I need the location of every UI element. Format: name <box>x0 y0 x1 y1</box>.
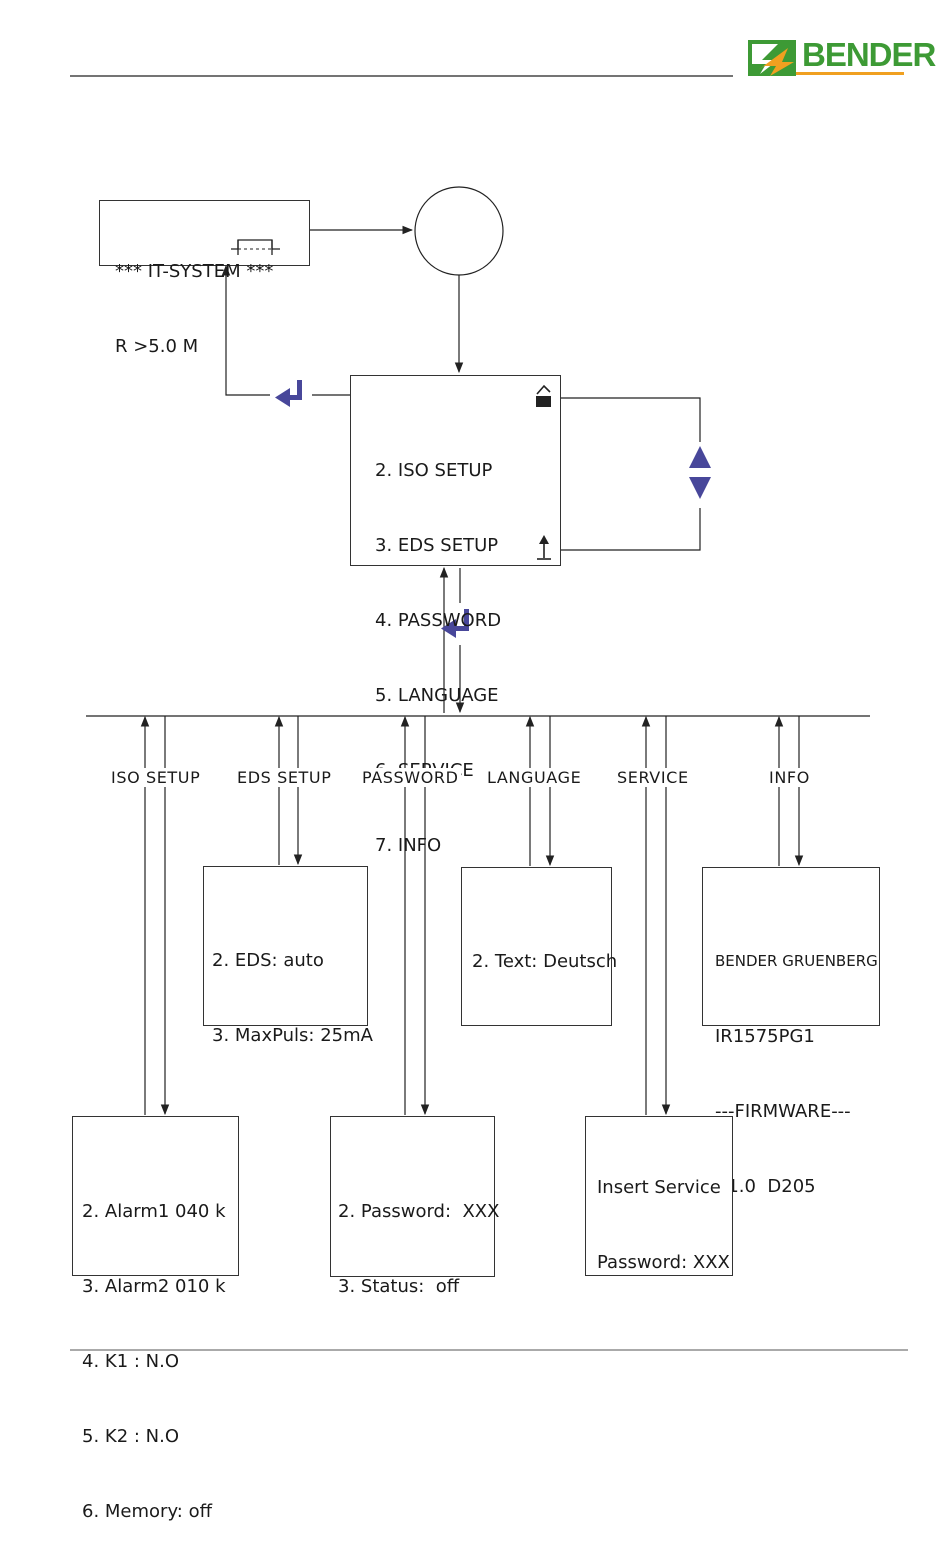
eds-line: 3. MaxPuls: 25mA <box>212 1025 373 1046</box>
eds-line: 2. EDS: auto <box>212 950 324 971</box>
language-box: 2. Text: Deutsch <box>461 867 618 1026</box>
flow-diagram-lines <box>70 75 908 1351</box>
pulse-icon <box>231 239 280 255</box>
iso-line: 4. K1 : N.O <box>82 1351 180 1372</box>
main-menu-box: 2. ISO SETUP 3. EDS SETUP 4. PASSWORD 5.… <box>350 375 561 856</box>
branch-label-info: INFO <box>767 768 812 787</box>
info-line: V1.0 D205 <box>715 1176 816 1197</box>
info-box: BENDER GRUENBERG IR1575PG1 ---FIRMWARE--… <box>702 867 880 1197</box>
menu-key-circle <box>414 186 504 276</box>
up-down-arrow-icon <box>689 446 711 499</box>
menu-item-eds-setup[interactable]: 3. EDS SETUP <box>375 535 499 556</box>
iso-line: 2. Alarm1 040 k <box>82 1201 226 1222</box>
iso-line: 3. Alarm2 010 k <box>82 1276 226 1297</box>
menu-item-password[interactable]: 4. PASSWORD <box>375 610 502 631</box>
display-line-1: *** IT-SYSTEM *** <box>115 261 274 282</box>
password-line: 3. Status: off <box>338 1276 460 1297</box>
bender-logo-mark <box>748 40 904 76</box>
display-line-2: R >5.0 M <box>115 336 199 357</box>
service-line: Password: XXX <box>597 1252 730 1273</box>
menu-item-info[interactable]: 7. INFO <box>375 835 442 856</box>
info-line: ---FIRMWARE--- <box>715 1101 851 1122</box>
iso-line: 5. K2 : N.O <box>82 1426 180 1447</box>
info-line: BENDER GRUENBERG <box>715 952 878 970</box>
info-line: IR1575PG1 <box>715 1026 815 1047</box>
eds-setup-box: 2. EDS: auto 3. MaxPuls: 25mA <box>203 866 373 1046</box>
password-box: 2. Password: XXX 3. Status: off <box>330 1116 500 1297</box>
branch-label-service: SERVICE <box>615 768 691 787</box>
branch-label-iso-setup: ISO SETUP <box>109 768 203 787</box>
branch-label-password: PASSWORD <box>360 768 461 787</box>
language-line: 2. Text: Deutsch <box>472 951 618 972</box>
iso-line: 6. Memory: off <box>82 1501 212 1522</box>
iso-setup-box: 2. Alarm1 040 k 3. Alarm2 010 k 4. K1 : … <box>72 1116 239 1522</box>
password-line: 2. Password: XXX <box>338 1201 500 1222</box>
menu-item-language[interactable]: 5. LANGUAGE <box>375 685 499 706</box>
bender-logo: BENDER <box>748 38 936 78</box>
display-box: *** IT-SYSTEM *** R >5.0 M <box>99 200 310 357</box>
lock-icon <box>536 384 551 407</box>
bender-logo-text: BENDER <box>802 36 936 73</box>
scroll-top-icon <box>537 535 551 560</box>
branch-label-eds-setup: EDS SETUP <box>235 768 334 787</box>
service-box: Insert Service Password: XXX <box>585 1116 733 1276</box>
arrow-menu-to-display <box>221 264 270 396</box>
branch-label-language: LANGUAGE <box>485 768 584 787</box>
enter-key-icon <box>441 609 469 638</box>
service-line: Insert Service <box>597 1177 721 1198</box>
menu-item-iso-setup[interactable]: 2. ISO SETUP <box>375 460 493 481</box>
enter-key-icon <box>275 380 302 407</box>
